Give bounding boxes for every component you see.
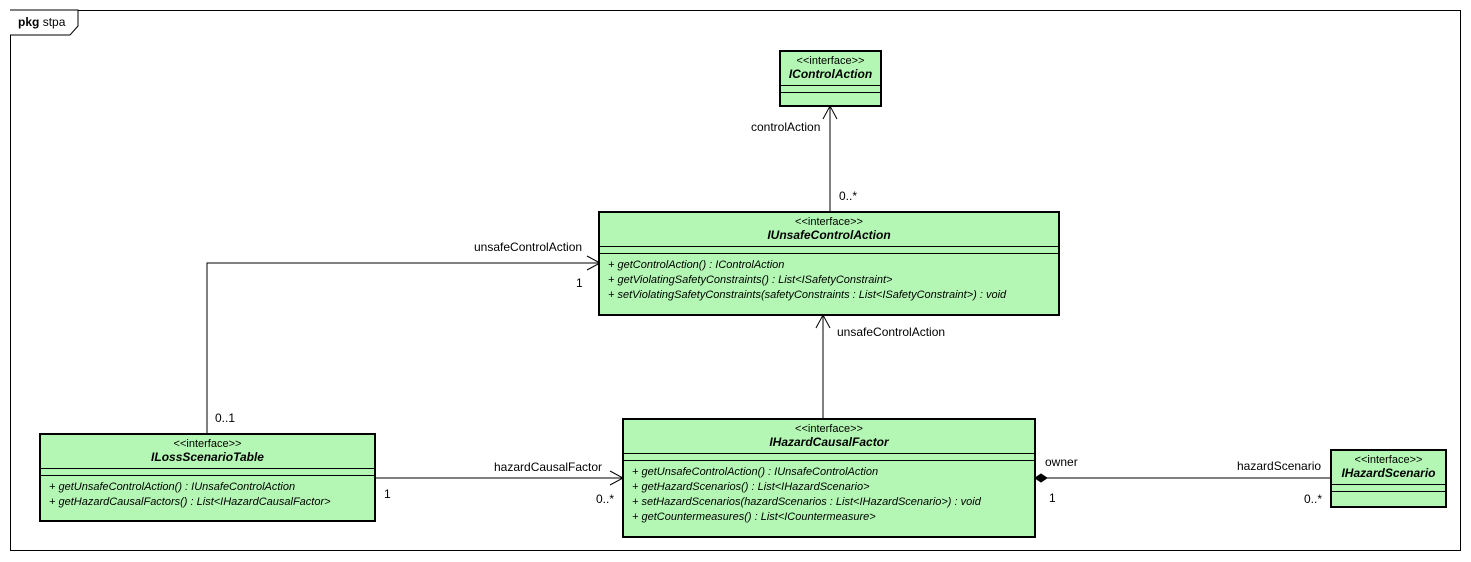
class-name: ILossScenarioTable [151, 450, 264, 464]
role-owner: owner [1045, 455, 1078, 469]
operation: + getControlAction() : IControlAction [608, 259, 785, 271]
role-table-uca: unsafeControlAction [474, 240, 583, 254]
multiplicity-table-uca-source: 0..1 [215, 411, 236, 425]
role-hazard-scenario: hazardScenario [1237, 459, 1322, 473]
operations-compartment: + getUnsafeControlAction() : IUnsafeCont… [624, 461, 1034, 528]
attributes-compartment [600, 247, 1058, 254]
role-hcf-uca: unsafeControlAction [837, 325, 946, 339]
operation: + getUnsafeControlAction() : IUnsafeCont… [632, 466, 879, 478]
package-tab-shape [10, 9, 79, 36]
stereotype-label: <<interface>> [795, 216, 863, 228]
stereotype-label: <<interface>> [1354, 454, 1423, 466]
attributes-compartment [624, 454, 1034, 461]
class-name: IUnsafeControlAction [767, 228, 891, 242]
multiplicity-owner: 1 [1049, 491, 1056, 505]
multiplicity-table-hcf-target: 0..* [596, 492, 615, 506]
stereotype-label: <<interface>> [173, 438, 242, 450]
operation: + setViolatingSafetyConstraints(safetyCo… [608, 289, 1007, 301]
operation: + getViolatingSafetyConstraints() : List… [608, 274, 893, 286]
package-keyword: pkg [18, 15, 40, 29]
role-table-hcf: hazardCausalFactor [494, 460, 603, 474]
attributes-compartment [781, 86, 880, 93]
operation: + getHazardCausalFactors() : List<IHazar… [49, 496, 331, 508]
stereotype-label: <<interface>> [795, 423, 863, 435]
operations-compartment: + getControlAction() : IControlAction + … [600, 254, 1058, 306]
operation: + getUnsafeControlAction() : IUnsafeCont… [49, 481, 296, 493]
class-name: IHazardScenario [1341, 466, 1436, 480]
class-ilossscenariotable[interactable]: <<interface>> ILossScenarioTable + getUn… [39, 433, 376, 522]
multiplicity-control-action: 0..* [839, 189, 858, 203]
class-name: IHazardCausalFactor [769, 435, 889, 449]
role-control-action: controlAction [751, 120, 821, 134]
class-ihazardcausalfactor[interactable]: <<interface>> IHazardCausalFactor + getU… [622, 418, 1036, 538]
class-ihazardscenario[interactable]: <<interface>> IHazardScenario [1330, 449, 1447, 508]
package-frame [10, 10, 1461, 551]
assoc-line-table-uca[interactable] [206, 262, 600, 434]
multiplicity-hazard-scenario: 0..* [1304, 492, 1323, 506]
package-name: stpa [42, 15, 66, 29]
operation: + getHazardScenarios() : List<IHazardSce… [632, 481, 870, 493]
class-iunsafecontrolaction[interactable]: <<interface>> IUnsafeControlAction + get… [598, 211, 1060, 316]
operation: + getCountermeasures() : List<ICounterme… [632, 511, 876, 523]
operations-compartment: + getUnsafeControlAction() : IUnsafeCont… [41, 476, 374, 513]
attributes-compartment [1332, 485, 1445, 492]
composition-diamond [1034, 473, 1048, 483]
multiplicity-table-uca-target: 1 [576, 276, 583, 290]
operation: + setHazardScenarios(hazardScenarios : L… [632, 496, 981, 508]
multiplicity-table-hcf-source: 1 [384, 487, 391, 501]
class-icontrolaction[interactable]: <<interface>> IControlAction [779, 50, 882, 107]
class-name: IControlAction [788, 67, 873, 81]
attributes-compartment [41, 469, 374, 476]
stereotype-label: <<interface>> [796, 55, 865, 67]
